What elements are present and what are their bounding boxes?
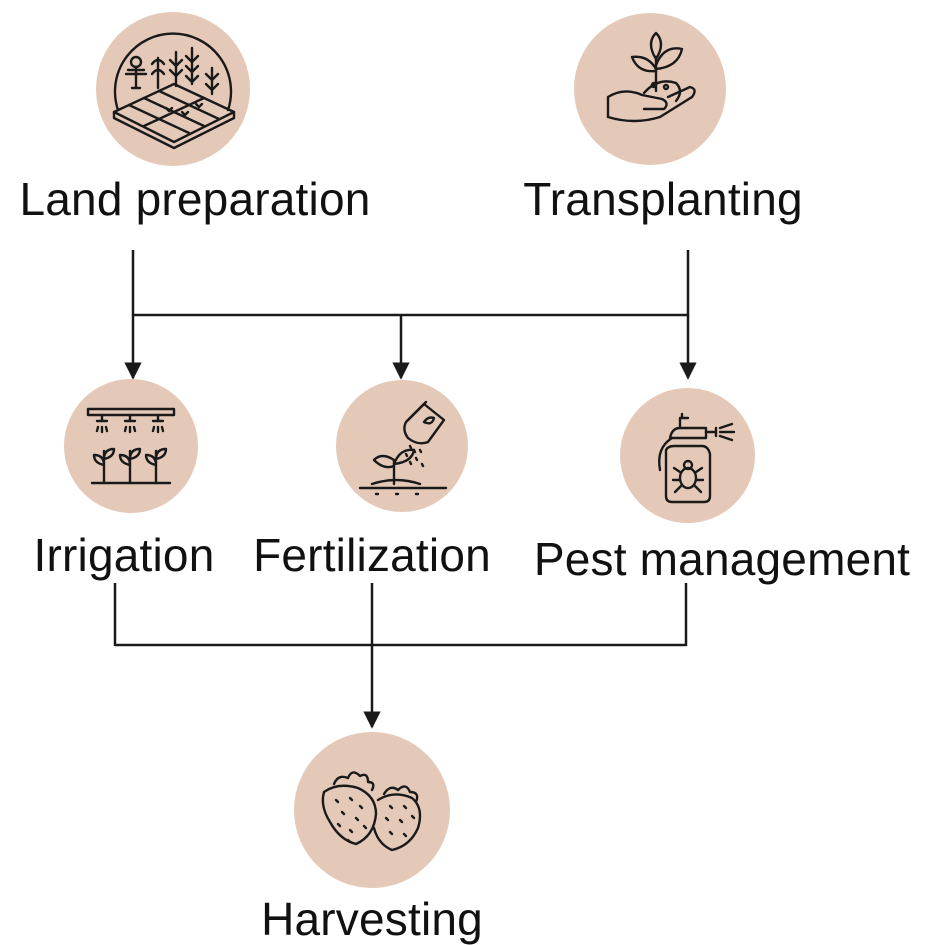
land-preparation-circle	[96, 12, 250, 166]
harvesting-circle	[294, 732, 450, 888]
seedling-hand-icon	[606, 31, 696, 123]
farm-field-icon	[112, 32, 236, 150]
strawberry-icon	[321, 771, 422, 852]
pest-management-circle	[620, 388, 755, 523]
fertilization-label: Fertilization	[253, 529, 491, 581]
irrigation-circle	[64, 379, 198, 513]
transplanting-label: Transplanting	[523, 173, 803, 225]
spray-bottle-icon	[658, 412, 736, 504]
land-preparation-label: Land preparation	[19, 173, 371, 225]
irrigation-label: Irrigation	[33, 529, 215, 581]
harvesting-label: Harvesting	[261, 893, 483, 945]
sprinkler-icon	[86, 407, 176, 485]
pest-management-label: Pest management	[533, 533, 911, 585]
transplanting-circle	[574, 13, 726, 165]
fertilization-circle	[336, 380, 468, 512]
fertilizer-bag-icon	[358, 400, 448, 496]
